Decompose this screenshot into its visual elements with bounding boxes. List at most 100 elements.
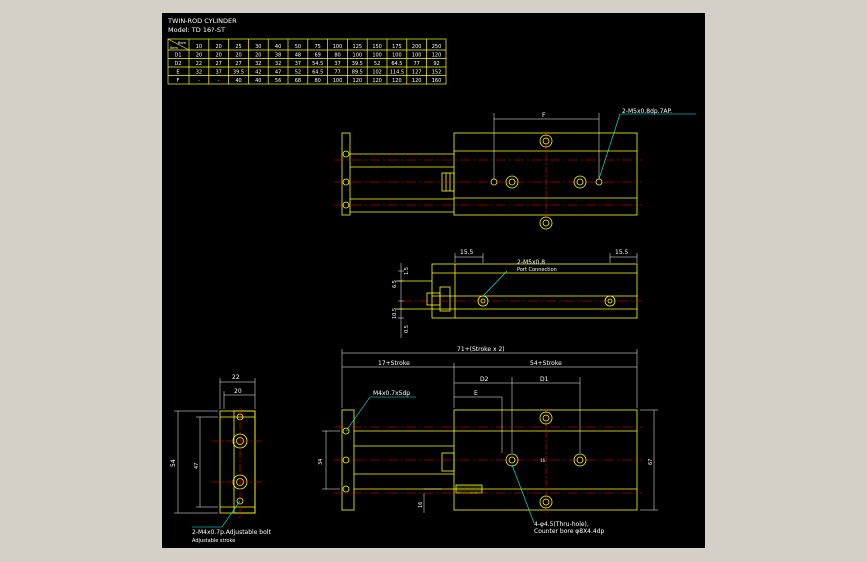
table-cell: 52	[295, 70, 301, 76]
table-bore-175: 175	[392, 44, 402, 50]
table-cell: 114.5	[390, 70, 404, 76]
table-cell: 100	[412, 53, 422, 59]
table-cell: 120	[372, 78, 382, 84]
front-bottom-dim: 16	[418, 502, 424, 508]
end-width-outer: 22	[232, 374, 240, 381]
table-cell: 68	[295, 78, 301, 84]
front-right-dim: 54+Stroke	[530, 360, 562, 367]
end-callout-1: 2-M4x0.7p.Adjustable bolt	[192, 529, 271, 536]
table-bore-250: 250	[432, 44, 442, 50]
table-cell: 160	[432, 78, 442, 84]
table-cell: 89.5	[352, 70, 363, 76]
title-line1: TWIN-ROD CYLINDER	[167, 17, 237, 25]
table-cell: 48	[295, 53, 301, 59]
table-cell: 39.5	[233, 70, 244, 76]
title-line2: Model: TD 16?-ST	[168, 26, 225, 34]
table-cell: 54.5	[312, 61, 323, 67]
top-dim-f: F	[542, 112, 546, 119]
table-cell: -	[198, 78, 200, 84]
table-cell: 40	[255, 78, 261, 84]
table-cell: 40	[235, 78, 241, 84]
table-cell: 100	[392, 53, 402, 59]
table-cell: 37	[216, 70, 222, 76]
front-callout-holes-2: Counter bore φ8X4.4dp	[534, 528, 605, 535]
table-cell: 120	[412, 78, 422, 84]
table-cell: 127	[412, 70, 422, 76]
table-row-label: D2	[174, 61, 181, 67]
table-row-label: D1	[174, 53, 181, 59]
front-d1: D1	[540, 376, 549, 383]
table-cell: 47	[275, 70, 281, 76]
table-cell: 37	[295, 61, 301, 67]
side-dim-left: 15.5	[460, 249, 474, 256]
table-corner-top: Bore	[178, 41, 186, 45]
table-cell: 20	[235, 53, 241, 59]
front-callout-holes-1: 4-φ4.5(Thru-hole),	[534, 521, 589, 528]
table-cell: 52	[374, 61, 380, 67]
table-cell: 92	[433, 61, 439, 67]
table-cell: -	[218, 78, 220, 84]
front-e: E	[474, 390, 478, 397]
table-cell: 42	[255, 70, 261, 76]
table-cell: 32	[196, 70, 202, 76]
table-bore-25: 25	[235, 44, 241, 50]
table-cell: 56	[275, 78, 281, 84]
end-view: 22 20 54 47 2-M4x0.7p.Adjustable bolt Ad…	[170, 374, 271, 544]
front-overall: 71+(Stroke x 2)	[457, 346, 505, 353]
table-bore-20: 20	[216, 44, 222, 50]
side-dim-v2: 6.5	[392, 280, 398, 288]
table-bore-40: 40	[275, 44, 281, 50]
table-cell: 20	[196, 53, 202, 59]
table-bore-125: 125	[353, 44, 363, 50]
table-bore-100: 100	[333, 44, 343, 50]
table-cell: 69	[315, 53, 321, 59]
table-cell: 120	[353, 78, 363, 84]
side-callout-line1: 2-M5x0.8	[517, 259, 545, 266]
table-bore-75: 75	[315, 44, 321, 50]
top-view: F 2-M5x0.8dp.7AP.	[334, 108, 696, 230]
side-dim-v3: 10.5	[392, 308, 398, 319]
front-height-right: 67	[648, 459, 654, 465]
end-callout-2: Adjustable stroke	[192, 538, 235, 544]
side-dim-right: 15.5	[615, 249, 629, 256]
table-bore-200: 200	[412, 44, 422, 50]
table-cell: 102	[372, 70, 382, 76]
side-view: 15.5 15.5 2-M5x0.8 Port Connection 1.5 6…	[392, 249, 642, 338]
side-dim-v4: 0.5	[404, 325, 410, 333]
table-cell: 120	[392, 78, 402, 84]
table-cell: 39.5	[352, 61, 363, 67]
table-cell: 32	[255, 61, 261, 67]
cad-drawing: TWIN-ROD CYLINDER Model: TD 16?-ST Bore …	[167, 17, 696, 544]
table-corner-bottom: Item	[170, 46, 179, 50]
end-width-inner: 20	[234, 388, 242, 395]
table-cell: 100	[353, 53, 363, 59]
table-bore-150: 150	[372, 44, 382, 50]
top-callout: 2-M5x0.8dp.7AP.	[622, 108, 672, 115]
end-height-outer: 54	[170, 459, 177, 467]
front-height-left: 34	[318, 459, 324, 465]
side-dim-v1: 1.5	[404, 267, 410, 275]
table-cell: 80	[334, 53, 340, 59]
cad-viewport[interactable]	[162, 13, 705, 548]
table-cell: 77	[334, 70, 340, 76]
table-cell: 120	[432, 53, 442, 59]
front-callout-m4: M4x0.7x5dp	[373, 390, 410, 397]
end-height-inner: 47	[194, 463, 200, 469]
table-row-label: F	[177, 78, 180, 84]
table-cell: 80	[315, 78, 321, 84]
table-cell: 64.5	[312, 70, 323, 76]
table-cell: 32	[275, 61, 281, 67]
front-bore-mark: 16	[540, 458, 546, 463]
table-cell: 100	[333, 78, 343, 84]
front-view: 71+(Stroke x 2) 17+Stroke 54+Stroke D2 D…	[318, 346, 658, 535]
table-cell: 27	[216, 61, 222, 67]
table-cell: 152	[432, 70, 442, 76]
table-cell: 22	[196, 61, 202, 67]
side-callout-line2: Port Connection	[517, 267, 557, 273]
table-cell: 64.5	[391, 61, 402, 67]
table-cell: 37	[334, 61, 340, 67]
front-d2: D2	[480, 376, 489, 383]
spec-table	[167, 38, 447, 85]
table-row-label: E	[176, 70, 179, 76]
table-bore-50: 50	[295, 44, 301, 50]
